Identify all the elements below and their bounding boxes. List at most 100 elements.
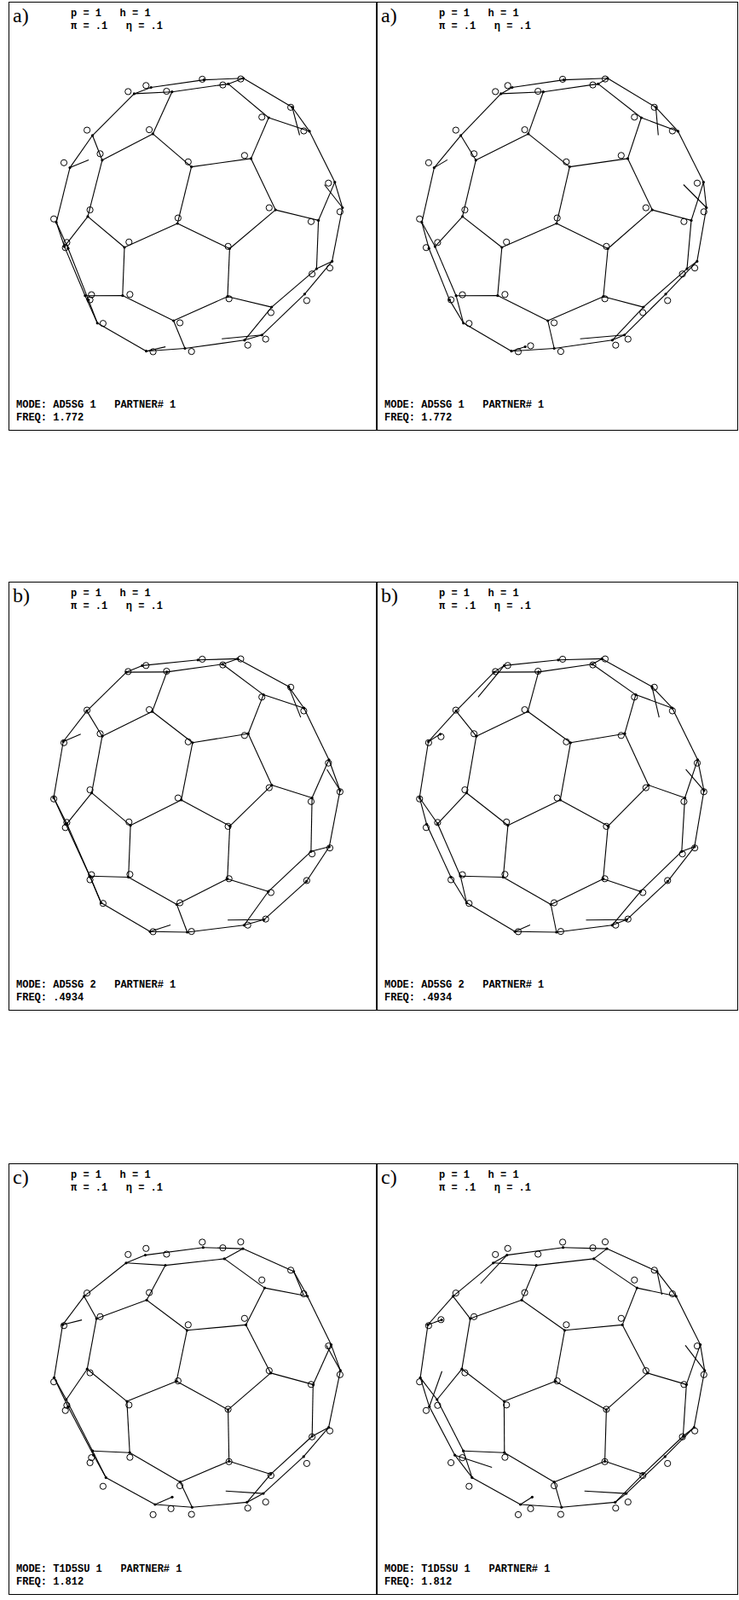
- rest-position: [146, 706, 153, 713]
- atom-dot: [499, 92, 503, 95]
- parameter-line: p = 1 h = 1: [438, 1168, 520, 1181]
- rest-position: [642, 204, 649, 211]
- rest-position: [693, 1342, 700, 1349]
- bond-line: [329, 1369, 341, 1427]
- rest-position: [640, 309, 647, 316]
- bond-line: [453, 1295, 471, 1318]
- bond-line: [292, 107, 310, 132]
- bond-line: [514, 924, 531, 932]
- bond-line: [682, 1383, 687, 1436]
- bond-line: [324, 184, 343, 208]
- bond-line: [626, 880, 668, 919]
- atom-dot: [260, 333, 264, 336]
- atom-dot: [183, 346, 186, 350]
- rest-position: [554, 1377, 561, 1384]
- rest-position: [143, 82, 150, 89]
- bond-line: [584, 1489, 627, 1493]
- rest-position: [601, 75, 608, 82]
- atom-dot: [226, 1407, 230, 1410]
- rest-position: [86, 207, 93, 214]
- bond-line: [225, 1489, 264, 1493]
- bond-line: [429, 1370, 443, 1407]
- rest-position: [188, 928, 195, 935]
- bond-line: [246, 1323, 272, 1373]
- rest-position: [664, 297, 671, 304]
- rest-position: [225, 242, 231, 249]
- atom-dot: [455, 294, 458, 297]
- atom-dot: [433, 166, 436, 169]
- rest-position: [177, 319, 184, 326]
- atom-dot: [440, 1317, 444, 1321]
- atom-dot: [427, 739, 430, 743]
- bond-line: [611, 890, 641, 925]
- bond-line: [648, 785, 686, 798]
- parameter-line: p = 1 h = 1: [70, 7, 151, 20]
- rest-position: [551, 899, 558, 906]
- bond-line: [247, 1473, 272, 1502]
- bond-line: [176, 1329, 187, 1381]
- bond-line: [628, 117, 642, 159]
- atom-dot: [654, 105, 658, 109]
- rest-position: [99, 320, 106, 327]
- atom-dot: [546, 318, 549, 322]
- bond-line: [655, 107, 659, 136]
- atom-dot: [263, 1286, 266, 1289]
- atom-dot: [689, 219, 693, 222]
- atom-dot: [223, 1256, 226, 1259]
- bond-line: [607, 785, 649, 826]
- bond-line: [640, 117, 678, 132]
- bond-line: [63, 1319, 83, 1325]
- bond-line: [503, 1400, 505, 1452]
- bond-line: [96, 1299, 147, 1318]
- bond-line: [84, 1295, 98, 1318]
- atom-dot: [470, 1475, 474, 1478]
- atom-dot: [104, 1475, 108, 1478]
- bond-line: [181, 799, 231, 826]
- bond-line: [150, 80, 204, 88]
- rest-position: [325, 179, 332, 186]
- rest-position: [617, 732, 624, 739]
- atom-dot: [83, 294, 87, 297]
- bond-line: [101, 902, 151, 932]
- bond-line: [64, 246, 86, 296]
- bond-line: [271, 785, 312, 798]
- atom-dot: [459, 133, 462, 137]
- rest-position: [125, 88, 132, 95]
- bond-line: [450, 876, 468, 902]
- bond-line: [306, 846, 330, 882]
- rest-position: [557, 1510, 564, 1517]
- rest-position: [326, 844, 333, 851]
- bond-line: [243, 78, 293, 108]
- bond-line: [520, 1503, 562, 1507]
- rest-position: [167, 1504, 174, 1511]
- bond-line: [229, 209, 276, 249]
- bond-line: [466, 792, 509, 826]
- atom-dot: [330, 259, 334, 263]
- atom-dot: [666, 879, 670, 883]
- bond-line: [655, 107, 678, 132]
- rest-position: [262, 335, 269, 342]
- rest-position: [521, 127, 528, 133]
- rest-position: [219, 1244, 226, 1251]
- parameter-line: π = .1 η = .1: [70, 20, 163, 33]
- rest-position: [601, 1238, 608, 1245]
- rest-position: [244, 1504, 251, 1511]
- atom-dot: [426, 1322, 429, 1326]
- bond-line: [251, 117, 270, 159]
- atom-dot: [611, 338, 614, 341]
- bond-line: [179, 1460, 229, 1481]
- bond-line: [227, 878, 269, 892]
- bond-line: [456, 710, 477, 737]
- atom-dot: [245, 1500, 249, 1503]
- bond-line: [428, 710, 457, 742]
- bond-line: [332, 207, 343, 262]
- rest-position: [300, 127, 307, 134]
- rest-position: [86, 786, 93, 793]
- rest-position: [535, 87, 542, 94]
- atom-dot: [461, 214, 464, 218]
- rest-position: [307, 1380, 314, 1387]
- bond-line: [421, 167, 435, 223]
- rest-position: [60, 159, 67, 166]
- rest-position: [99, 900, 106, 907]
- rest-position: [700, 788, 707, 795]
